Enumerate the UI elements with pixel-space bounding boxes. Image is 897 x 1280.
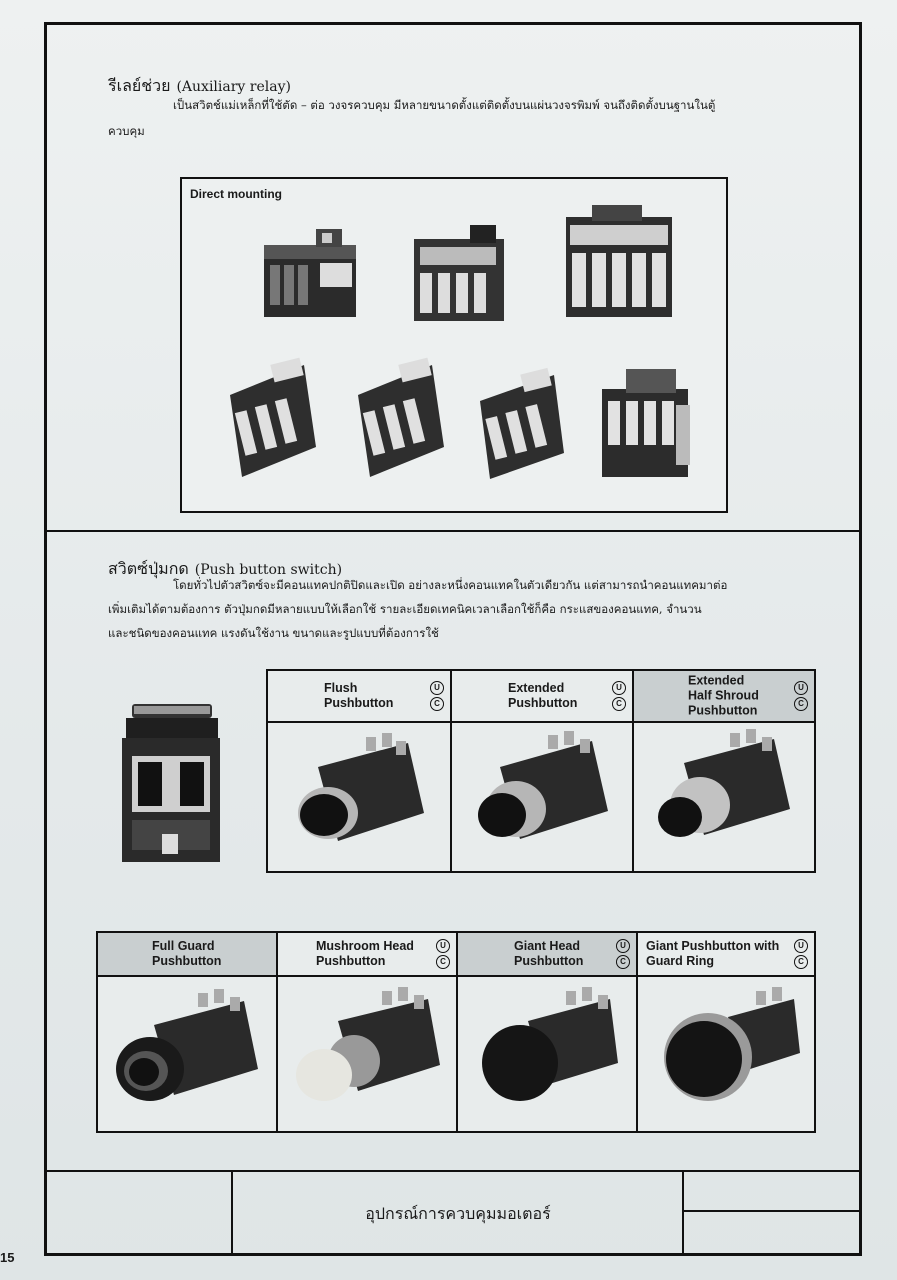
section-divider	[46, 530, 860, 532]
page-frame	[44, 22, 862, 1256]
ul-mark-icon: U	[612, 681, 626, 695]
footer-title: อุปกรณ์การควบคุมมอเตอร์	[365, 1203, 551, 1223]
relay-image-4	[230, 357, 316, 477]
full-guard-pushbutton-label: Full Guard Pushbutton	[152, 939, 222, 968]
relay-image-1	[264, 229, 356, 317]
ul-mark-icon: U	[616, 939, 630, 953]
relay-image-5	[358, 357, 444, 477]
heading-english: (Auxiliary relay)	[176, 79, 291, 95]
csa-mark-icon: C	[794, 955, 808, 969]
auxiliary-relay-heading: รีเลย์ช่วย (Auxiliary relay)	[108, 74, 291, 99]
footer-left-divider	[231, 1170, 233, 1256]
push-button-description-line1: โดยทั่วไปตัวสวิตซ์จะมีคอนแทคปกติปิดและเป…	[173, 578, 728, 592]
page-number: 15	[0, 1250, 15, 1265]
push-button-description-line2: เพิ่มเติมได้ตามต้องการ ตัวปุ่มกดมีหลายแบ…	[108, 602, 702, 616]
csa-mark-icon: C	[612, 697, 626, 711]
flush-pushbutton-image	[298, 733, 424, 841]
relay-figure: Direct mounting	[180, 177, 728, 513]
footer-right-split	[682, 1210, 860, 1212]
extended-half-shroud-pushbutton-image	[658, 729, 790, 837]
mushroom-head-pushbutton-label: Mushroom Head Pushbutton	[316, 939, 414, 968]
csa-mark-icon: C	[430, 697, 444, 711]
csa-mark-icon: C	[794, 697, 808, 711]
giant-pushbutton-guard-ring-image	[664, 987, 800, 1101]
relay-description-line2: ควบคุม	[108, 124, 145, 138]
relay-image-7	[602, 369, 690, 477]
push-button-grid-bottom: Full Guard Pushbutton Mushroom Head Push…	[96, 931, 816, 1133]
giant-head-pushbutton-label: Giant Head Pushbutton	[514, 939, 584, 968]
ul-mark-icon: U	[430, 681, 444, 695]
push-button-description-line3: และชนิดของคอนแทค แรงดันใช้งาน ขนาดและรูป…	[108, 626, 439, 640]
push-button-heading: สวิตซ์ปุ่มกด (Push button switch)	[108, 557, 342, 582]
relay-description-line1: เป็นสวิตช์แม่เหล็กที่ใช้ตัด – ต่อ วงจรคว…	[173, 98, 716, 112]
heading-thai: รีเลย์ช่วย	[108, 76, 171, 95]
heading-english: (Push button switch)	[194, 562, 343, 578]
extended-half-shroud-pushbutton-label: Extended Half Shroud Pushbutton	[688, 673, 759, 718]
extended-pushbutton-label: Extended Pushbutton	[508, 681, 578, 710]
giant-pushbutton-guard-ring-label: Giant Pushbutton with Guard Ring	[646, 939, 780, 968]
relay-image-6	[480, 367, 564, 479]
csa-mark-icon: C	[616, 955, 630, 969]
ul-mark-icon: U	[436, 939, 450, 953]
full-guard-pushbutton-image	[116, 989, 258, 1101]
ul-mark-icon: U	[794, 939, 808, 953]
footer-divider	[46, 1170, 860, 1172]
ul-mark-icon: U	[794, 681, 808, 695]
csa-mark-icon: C	[436, 955, 450, 969]
footer-right-divider	[682, 1170, 684, 1256]
extended-pushbutton-image	[478, 731, 608, 839]
push-button-side-view-image	[122, 704, 220, 862]
relay-image-2	[414, 225, 504, 321]
heading-thai: สวิตซ์ปุ่มกด	[108, 559, 189, 578]
full-guard-pushbutton-cell: Full Guard Pushbutton	[98, 933, 276, 1131]
figure-label: Direct mounting	[190, 187, 282, 201]
giant-head-pushbutton-image	[482, 987, 618, 1101]
mushroom-head-pushbutton-image	[296, 987, 440, 1101]
relay-image-3	[566, 205, 672, 317]
flush-pushbutton-label: Flush Pushbutton	[324, 681, 394, 710]
